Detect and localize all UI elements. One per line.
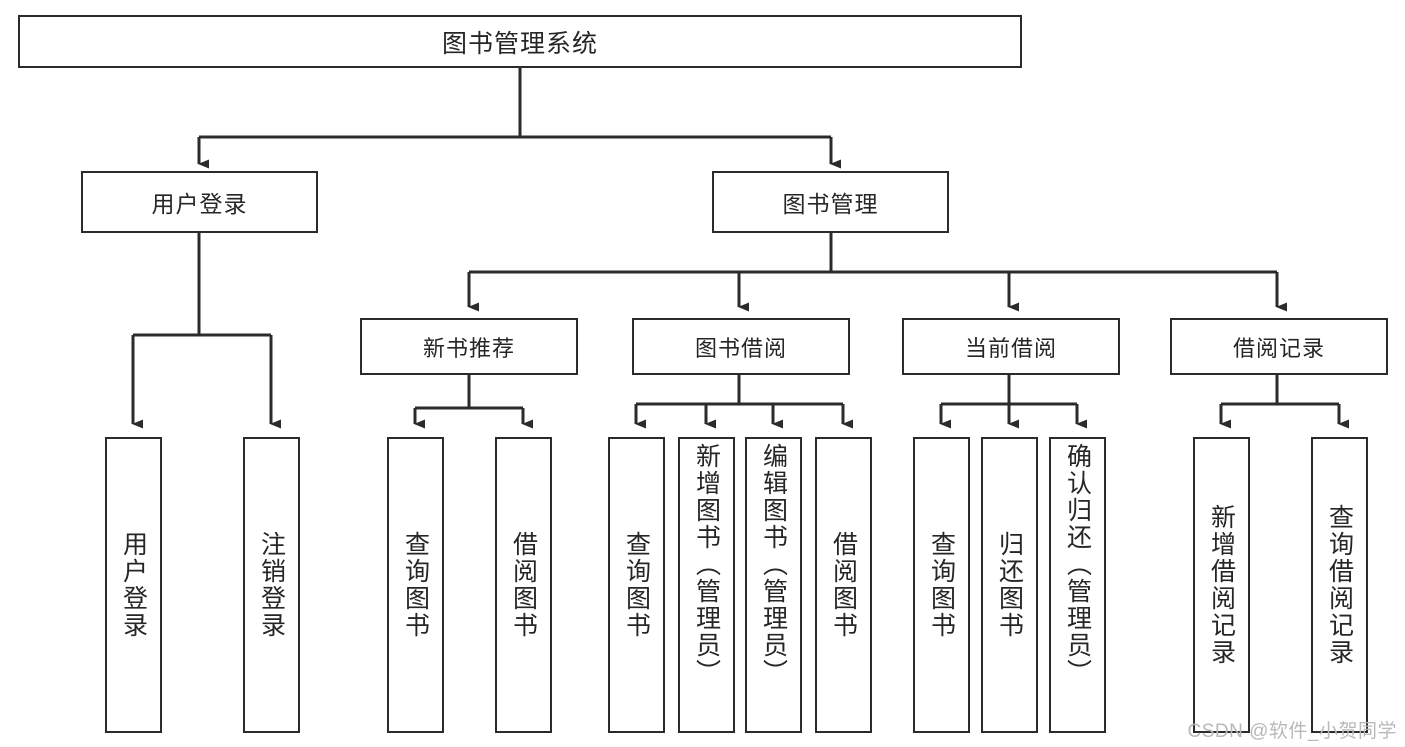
- leaf-logout-login-textwrap: 注销登录: [245, 439, 298, 731]
- leaf-return-book-label: 归还图书: [995, 531, 1024, 639]
- node-borrow-record[interactable]: 借阅记录: [1170, 318, 1388, 375]
- leaf-add-book-label: 新增图书（管理员）: [692, 443, 721, 686]
- leaf-confirm-return-textwrap: 确认归还（管理员）: [1051, 439, 1104, 735]
- leaf-add-book-textwrap: 新增图书（管理员）: [680, 439, 733, 735]
- leaf-query-book-3-textwrap: 查询图书: [915, 439, 968, 731]
- leaf-query-book-2-textwrap: 查询图书: [610, 439, 663, 731]
- leaf-borrow-book-1[interactable]: 借阅图书: [495, 437, 552, 733]
- leaf-add-record-label: 新增借阅记录: [1207, 504, 1236, 666]
- leaf-query-record-textwrap: 查询借阅记录: [1313, 439, 1366, 731]
- leaf-user-login-textwrap: 用户登录: [107, 439, 160, 731]
- leaf-borrow-book-2-label: 借阅图书: [829, 531, 858, 639]
- leaf-edit-book[interactable]: 编辑图书（管理员）: [745, 437, 802, 733]
- leaf-query-book-1[interactable]: 查询图书: [387, 437, 444, 733]
- node-new-book-recommend[interactable]: 新书推荐: [360, 318, 578, 375]
- leaf-query-record-label: 查询借阅记录: [1325, 504, 1354, 666]
- leaf-query-book-3[interactable]: 查询图书: [913, 437, 970, 733]
- leaf-user-login-label: 用户登录: [119, 531, 148, 639]
- node-current-borrow-label: 当前借阅: [964, 335, 1057, 361]
- leaf-return-book[interactable]: 归还图书: [981, 437, 1038, 733]
- leaf-edit-book-label: 编辑图书（管理员）: [759, 443, 788, 686]
- leaf-borrow-book-2-textwrap: 借阅图书: [817, 439, 870, 731]
- leaf-logout-login-label: 注销登录: [257, 531, 286, 639]
- node-user-login-label: 用户登录: [151, 191, 248, 217]
- leaf-query-book-2-label: 查询图书: [622, 531, 651, 639]
- node-borrow-record-label: 借阅记录: [1232, 335, 1325, 361]
- node-book-manage[interactable]: 图书管理: [712, 171, 949, 233]
- leaf-query-record[interactable]: 查询借阅记录: [1311, 437, 1368, 733]
- leaf-add-record-textwrap: 新增借阅记录: [1195, 439, 1248, 731]
- node-new-book-recommend-label: 新书推荐: [422, 335, 515, 361]
- node-current-borrow[interactable]: 当前借阅: [902, 318, 1120, 375]
- leaf-query-book-1-label: 查询图书: [401, 531, 430, 639]
- leaf-query-book-1-textwrap: 查询图书: [389, 439, 442, 731]
- leaf-query-book-3-label: 查询图书: [927, 531, 956, 639]
- leaf-add-book[interactable]: 新增图书（管理员）: [678, 437, 735, 733]
- node-user-login[interactable]: 用户登录: [81, 171, 318, 233]
- node-book-manage-label: 图书管理: [782, 191, 879, 217]
- leaf-add-record[interactable]: 新增借阅记录: [1193, 437, 1250, 733]
- leaf-borrow-book-1-textwrap: 借阅图书: [497, 439, 550, 731]
- node-root[interactable]: 图书管理系统: [18, 15, 1022, 68]
- node-book-borrow[interactable]: 图书借阅: [632, 318, 850, 375]
- leaf-edit-book-textwrap: 编辑图书（管理员）: [747, 439, 800, 735]
- node-book-borrow-label: 图书借阅: [694, 335, 787, 361]
- leaf-logout-login[interactable]: 注销登录: [243, 437, 300, 733]
- leaf-query-book-2[interactable]: 查询图书: [608, 437, 665, 733]
- leaf-borrow-book-1-label: 借阅图书: [509, 531, 538, 639]
- leaf-borrow-book-2[interactable]: 借阅图书: [815, 437, 872, 733]
- leaf-return-book-textwrap: 归还图书: [983, 439, 1036, 731]
- leaf-confirm-return[interactable]: 确认归还（管理员）: [1049, 437, 1106, 733]
- leaf-user-login[interactable]: 用户登录: [105, 437, 162, 733]
- leaf-confirm-return-label: 确认归还（管理员）: [1063, 443, 1092, 686]
- node-root-label: 图书管理系统: [441, 29, 598, 58]
- watermark: CSDN @软件_小贺同学: [1187, 721, 1397, 742]
